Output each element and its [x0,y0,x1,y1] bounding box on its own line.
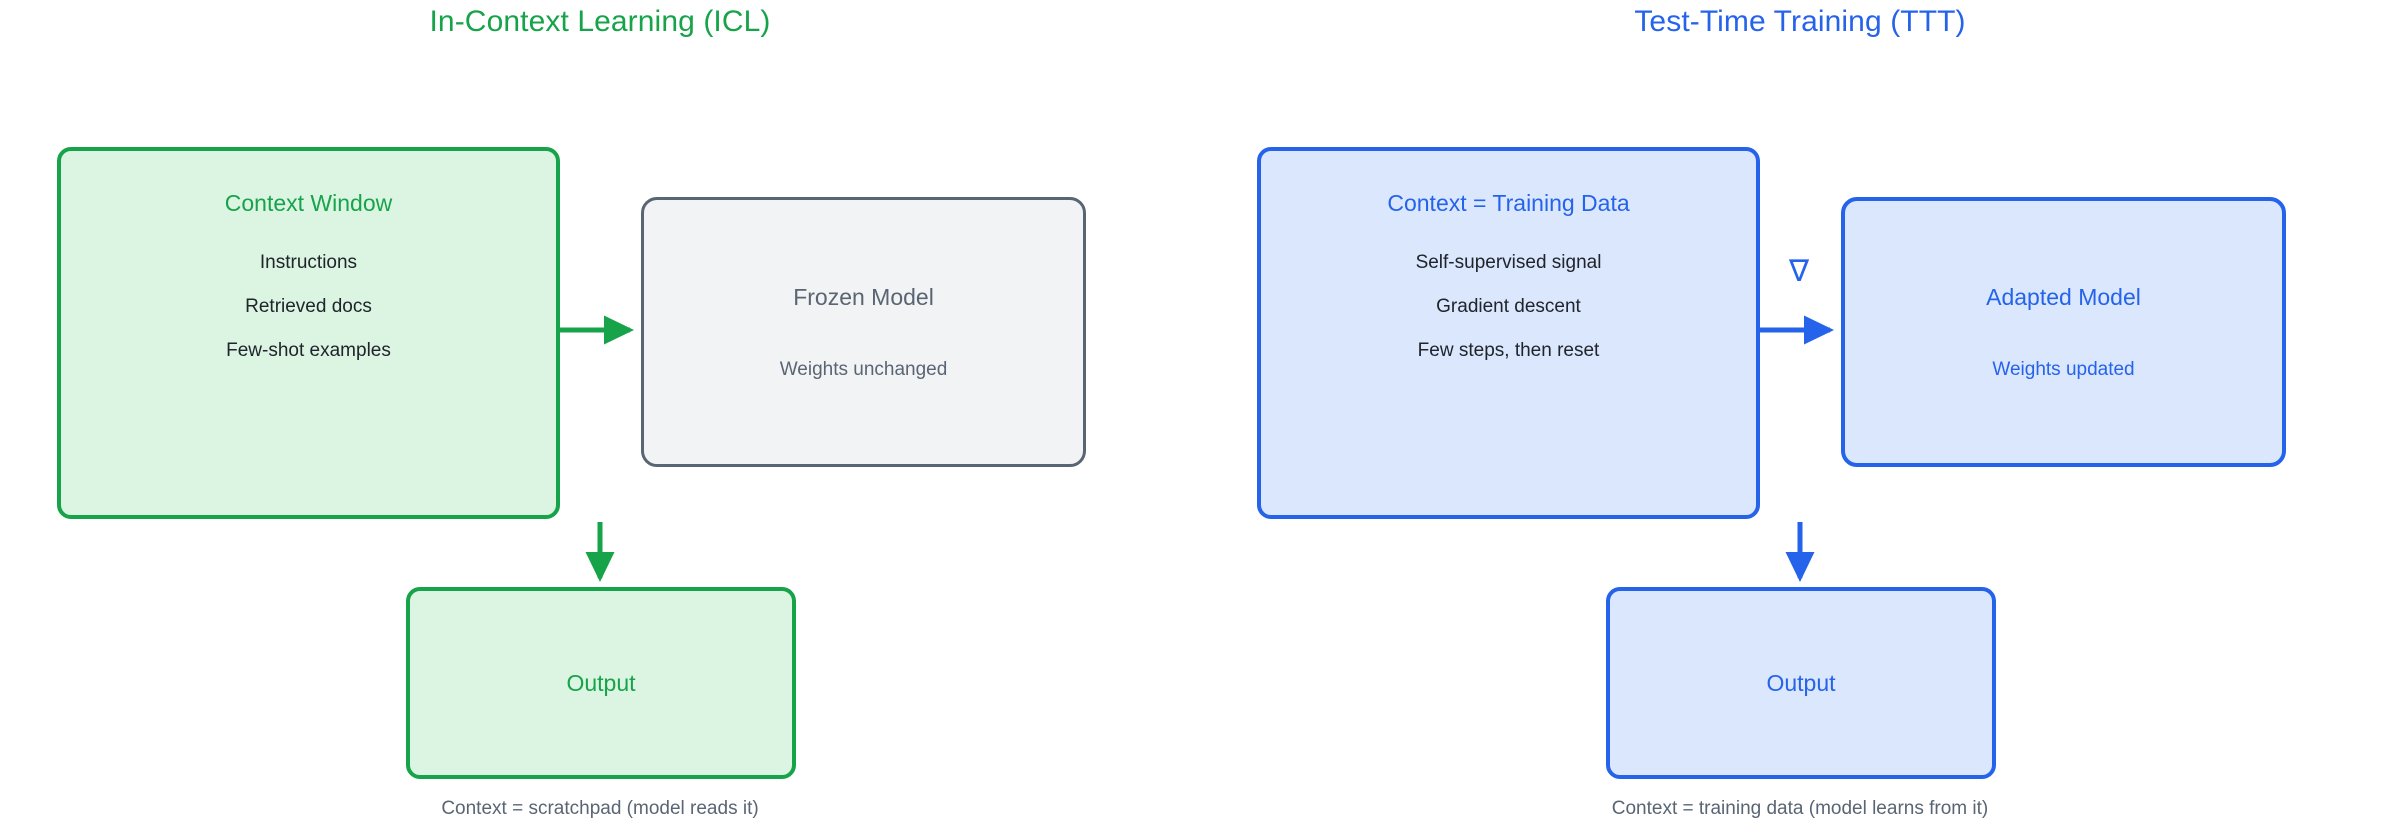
icl-output-label: Output [566,669,636,696]
gradient-nabla-icon: ∇ [1789,255,1810,288]
ttt-output-label: Output [1766,669,1836,696]
icl-caption: Context = scratchpad (model reads it) [441,798,759,819]
ttt-output-box[interactable]: Output [1606,587,1996,779]
ttt-context-heading: Context = Training Data [1387,190,1630,216]
ttt-context-item: Few steps, then reset [1417,340,1600,361]
icl-context-window-box[interactable]: Context Window Instructions Retrieved do… [57,147,560,519]
icl-context-item-list: Instructions Retrieved docs Few-shot exa… [226,252,391,362]
icl-frozen-model-subtext: Weights unchanged [779,358,948,380]
ttt-context-item: Self-supervised signal [1415,252,1602,273]
icl-frozen-model-box[interactable]: Frozen Model Weights unchanged [641,197,1086,467]
icl-context-item: Few-shot examples [226,340,391,361]
icl-context-item: Instructions [259,252,358,273]
ttt-adapted-model-box[interactable]: Adapted Model Weights updated [1841,197,2286,467]
panel-title-icl: In-Context Learning (ICL) [429,5,771,38]
icl-context-window-heading: Context Window [224,190,393,216]
ttt-caption: Context = training data (model learns fr… [1611,798,1989,819]
icl-output-box[interactable]: Output [406,587,796,779]
panel-title-ttt: Test-Time Training (TTT) [1634,5,1966,38]
icl-frozen-model-heading: Frozen Model [793,283,934,310]
ttt-adapted-model-subtext: Weights updated [1992,358,2135,380]
icl-context-item: Retrieved docs [245,296,372,317]
ttt-context-box[interactable]: Context = Training Data Self-supervised … [1257,147,1760,519]
ttt-context-item: Gradient descent [1436,296,1581,317]
ttt-adapted-model-heading: Adapted Model [1986,283,2141,310]
ttt-context-item-list: Self-supervised signal Gradient descent … [1416,252,1602,362]
